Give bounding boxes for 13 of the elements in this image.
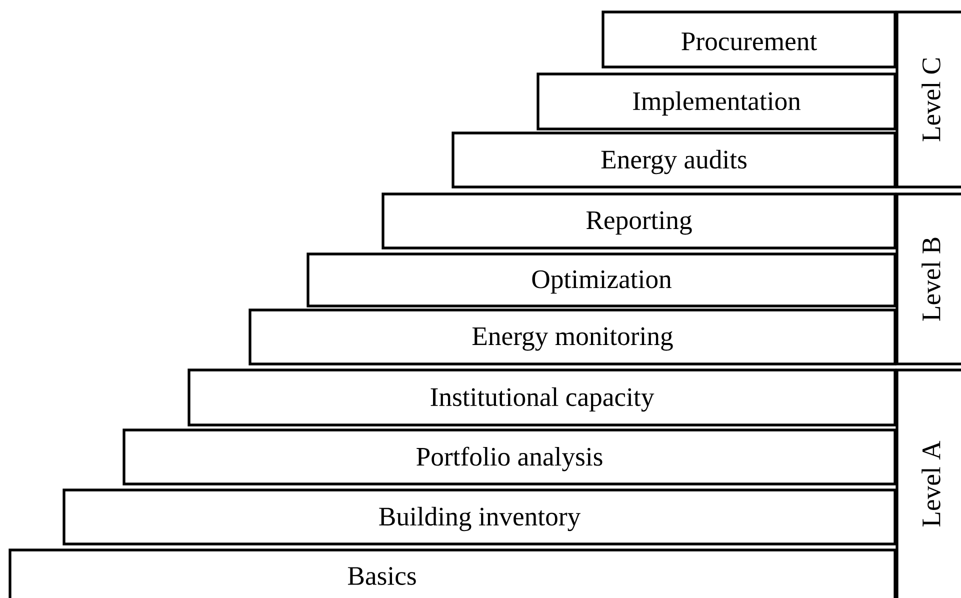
step-box: Procurement [602, 10, 896, 68]
step-box: Optimization [306, 252, 896, 308]
step-box: Institutional capacity [188, 368, 896, 426]
step-box: Building inventory [62, 488, 896, 546]
level-band: Level A [896, 368, 961, 598]
step-box: Portfolio analysis [122, 428, 896, 486]
step-box: Basics [8, 548, 896, 598]
step-box: Reporting [382, 192, 896, 250]
step-box: Energy audits [452, 132, 896, 188]
step-box: Implementation [536, 72, 896, 130]
step-box: Energy monitoring [248, 308, 896, 366]
level-band: Level B [896, 192, 961, 366]
level-band: Level C [896, 10, 961, 188]
